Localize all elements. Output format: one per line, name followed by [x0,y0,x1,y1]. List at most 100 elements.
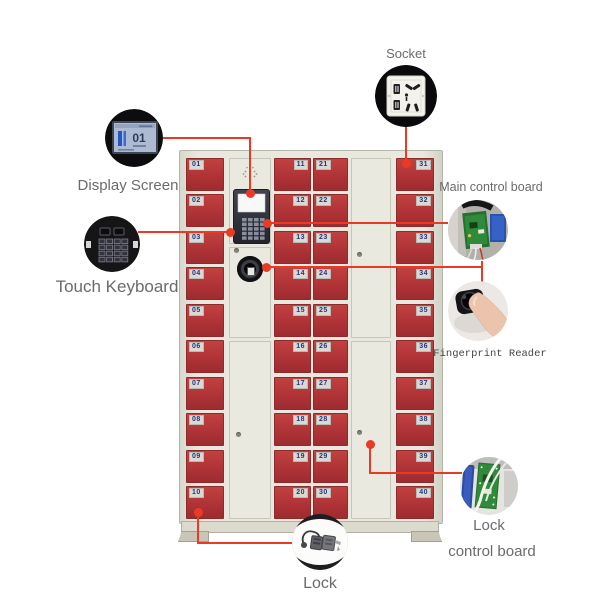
callout-line-display [163,137,251,139]
locker-door-32: 32 [396,194,434,227]
callout-line-lock [197,512,199,544]
display-screen-label: Display Screen [77,177,179,194]
control-column-big-door [229,341,271,519]
socket-label: Socket [386,46,426,61]
callout-dot-lock-board [366,440,375,449]
door-number-tag: 01 [189,160,204,170]
keypad-keys [98,238,129,263]
main-control-board-photo [448,200,508,260]
locker-door-05: 05 [186,304,224,337]
locker-door-10: 10 [186,486,224,519]
two-pin-socket-icon [405,83,421,91]
door-number-tag: 38 [416,415,431,425]
locker-door-28: 28 [313,413,348,446]
callout-line-fingerprint [481,261,483,282]
door-number-tag: 37 [416,379,431,389]
fingerprint-reader-photo [448,281,508,341]
locker-door-15: 15 [274,304,311,337]
locker-door-35: 35 [396,304,434,337]
door-number-tag: 07 [189,379,204,389]
callout-dot-fingerprint [262,263,271,272]
keyhole [236,432,241,437]
door-number-tag: 17 [293,379,308,389]
locker-door-14: 14 [274,267,311,300]
locker-door-25: 25 [313,304,348,337]
keyhole [234,248,239,253]
door-number-tag: 35 [416,306,431,316]
door-number-tag: 13 [293,233,308,243]
lock-control-board-photo [460,457,518,515]
locker-door-06: 06 [186,340,224,373]
lock-label: Lock [303,575,337,592]
locker-door-18: 18 [274,413,311,446]
lock-control-board-label-line2: control board [448,543,536,560]
callout-line-display [249,137,251,194]
callout-line-main-board [267,222,448,224]
callout-line-lock-board [369,444,371,474]
three-pin-socket-icon [405,103,419,112]
locker-door-33: 33 [396,231,434,264]
lock-control-board-label-line1: Lock [473,517,505,534]
door-number-tag: 06 [189,342,204,352]
door-number-tag: 27 [316,379,331,389]
door-number-tag: 09 [189,452,204,462]
door-number-tag: 30 [316,488,331,498]
touch-keyboard-label: Touch Keyboard [55,277,179,296]
door-number-tag: 02 [189,196,204,206]
door-number-tag: 18 [293,415,308,425]
cable [460,200,494,211]
locker-door-12: 12 [274,194,311,227]
door-number-tag: 16 [293,342,308,352]
pcb-green [462,210,490,250]
callout-dot-keyboard [226,228,235,237]
lcd-value: 01 [132,131,146,145]
touch-keyboard-photo [84,216,140,272]
door-number-tag: 20 [293,488,308,498]
locker-door-03: 03 [186,231,224,264]
door-number-tag: 31 [416,160,431,170]
locker-door-37: 37 [396,377,434,410]
control-panel [233,189,270,244]
locker-door-17: 17 [274,377,311,410]
door-number-tag: 32 [416,196,431,206]
locker-door-20: 20 [274,486,311,519]
fingerprint-scanner-window [247,267,255,276]
door-number-tag: 34 [416,269,431,279]
locker-door-29: 29 [313,450,348,483]
callout-line-keyboard [138,231,230,233]
locker-door-16: 16 [274,340,311,373]
callout-dot-display [246,189,255,198]
locker-door-09: 09 [186,450,224,483]
door-number-tag: 08 [189,415,204,425]
door-number-tag: 04 [189,269,204,279]
locker-door-24: 24 [313,267,348,300]
locker-door-36: 36 [396,340,434,373]
main-control-board-label: Main control board [439,180,543,194]
callout-line-fingerprint [266,266,482,268]
big-door-upper [351,158,391,338]
usb-port-icon [393,84,400,94]
door-number-tag: 36 [416,342,431,352]
callout-dot-lock [194,508,203,517]
callout-line-lock [197,542,292,544]
door-number-tag: 19 [293,452,308,462]
keyhole [357,252,362,257]
door-number-tag: 24 [316,269,331,279]
keyhole [357,430,362,435]
panel-keypad [242,218,265,240]
door-number-tag: 14 [293,269,308,279]
door-number-tag: 26 [316,342,331,352]
display-screen-photo: 01 [105,109,163,167]
locker-door-02: 02 [186,194,224,227]
door-number-tag: 05 [189,306,204,316]
usb-port-icon [393,100,400,110]
door-number-tag: 29 [316,452,331,462]
door-number-tag: 15 [293,306,308,316]
finger [468,292,508,341]
door-number-tag: 03 [189,233,204,243]
locker-door-38: 38 [396,413,434,446]
wires [470,458,502,515]
locker-door-22: 22 [313,194,348,227]
